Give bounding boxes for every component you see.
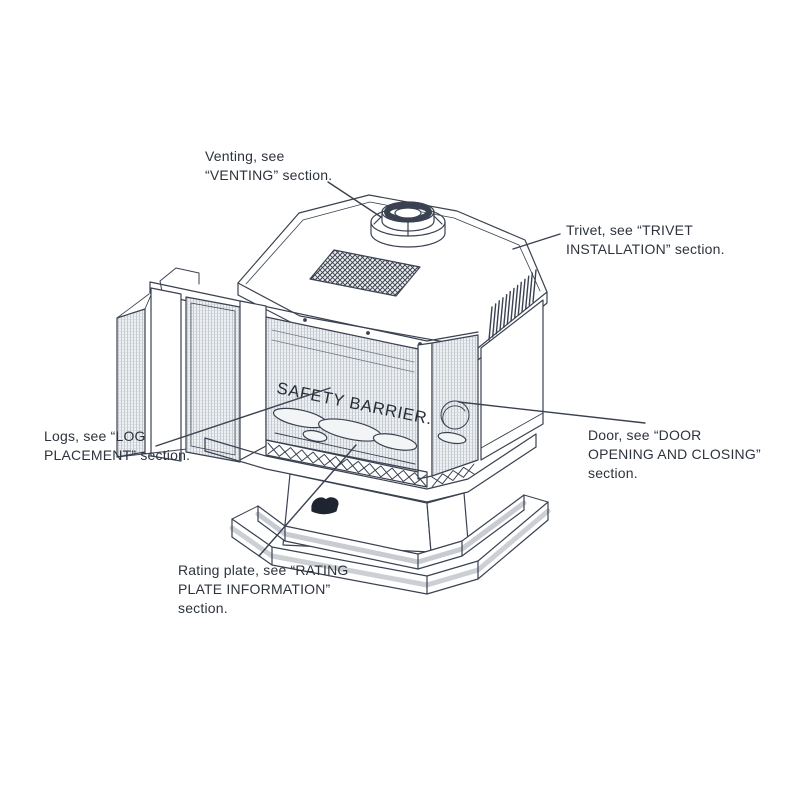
label-rating-plate-line2: PLATE INFORMATION” [178, 581, 331, 597]
left-bay-edge [116, 287, 206, 462]
trivet-leader-line [512, 233, 561, 250]
label-trivet-line2: INSTALLATION” section. [566, 241, 725, 257]
lattice-trim [265, 439, 475, 488]
trivet-grille [309, 249, 421, 297]
label-logs: Logs, see “LOG PLACEMENT” section. [44, 427, 190, 465]
bottom-molding [204, 433, 537, 503]
label-trivet: Trivet, see “TRIVET INSTALLATION” sectio… [566, 221, 725, 259]
rating-plate-leader-line [258, 444, 357, 557]
side-louvers [488, 269, 537, 341]
base-upper-platform [255, 494, 527, 570]
door-leader-line [458, 401, 646, 424]
label-rating-plate-line3: section. [178, 600, 228, 616]
label-rating-plate-line1: Rating plate, see “RATING [178, 562, 349, 578]
label-venting-line2: “VENTING” section. [205, 167, 333, 183]
logs [272, 407, 418, 451]
label-venting-line1: Venting, see [205, 148, 285, 164]
label-door-line1: Door, see “DOOR [588, 427, 702, 443]
label-door-line2: OPENING AND CLOSING” [588, 446, 761, 462]
right-glass-panel [431, 334, 479, 477]
label-logs-line1: Logs, see “LOG [44, 428, 146, 444]
safety-barrier-screen [265, 316, 419, 473]
label-rating-plate: Rating plate, see “RATING PLATE INFORMAT… [178, 561, 348, 618]
vent-collar [370, 201, 446, 248]
left-glass-panel [185, 296, 241, 463]
label-door-line3: section. [588, 465, 638, 481]
venting-leader-line [327, 181, 382, 218]
pedestal [282, 473, 469, 553]
label-logs-line2: PLACEMENT” section. [44, 447, 191, 463]
right-side-panel [480, 269, 544, 461]
label-trivet-line1: Trivet, see “TRIVET [566, 222, 693, 238]
rating-plate [311, 497, 339, 515]
label-venting: Venting, see “VENTING” section. [205, 147, 332, 185]
label-door: Door, see “DOOR OPENING AND CLOSING” sec… [588, 426, 761, 483]
logs-leader-line [155, 387, 331, 447]
